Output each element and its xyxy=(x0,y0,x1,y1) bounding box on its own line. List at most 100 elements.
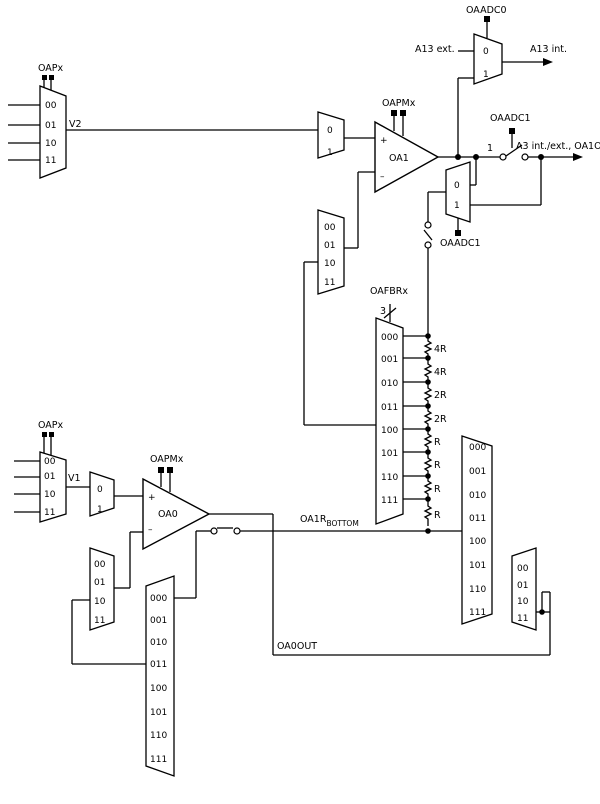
resistor-2: 4R xyxy=(434,367,447,378)
a13-ext-label: A13 ext. xyxy=(415,44,455,55)
bottom-mux-000: 000 xyxy=(150,594,167,604)
oapmx-bottom-label: OAPMx xyxy=(150,454,184,465)
a13-int-label: A13 int. xyxy=(530,44,567,55)
a3-label: A3 int./ext., OA1O xyxy=(516,141,600,152)
oafbrx-label: OAFBRx xyxy=(370,286,408,297)
right-mux-111: 111 xyxy=(469,608,486,618)
oaadc0-mux-input-0: 0 xyxy=(483,47,489,57)
oafbrx-mux-010: 010 xyxy=(381,379,398,389)
right-small-01: 01 xyxy=(517,581,528,591)
resistor-8: R xyxy=(434,510,441,521)
oafbrx-inputs xyxy=(403,335,428,500)
oa1-input-mux: 0 1 xyxy=(317,111,345,159)
bottom-mux-100: 100 xyxy=(150,684,167,694)
bottom-mux-101: 101 xyxy=(150,708,167,718)
v1-label: V1 xyxy=(68,473,81,484)
right-mux-010: 010 xyxy=(469,491,486,501)
bottom-mux-110: 110 xyxy=(150,731,167,741)
oa0-neg-mux: 00 01 10 11 xyxy=(89,547,115,631)
right-mux-011: 011 xyxy=(469,514,486,524)
oapx-top-label: OAPx xyxy=(38,63,64,74)
switch-pos-1: 1 xyxy=(487,143,493,154)
oaadc0-mux: 0 1 OAADC0 xyxy=(466,5,507,85)
bottom-8-mux: 000 001 010 011 100 101 110 111 xyxy=(145,575,175,777)
feedback-mux-1: 1 xyxy=(454,201,460,211)
oapx-top-input-00: 00 xyxy=(45,101,57,111)
oapx-mux-top: 00 01 10 11 OAPx xyxy=(38,63,67,179)
oafbrx-mux-101: 101 xyxy=(381,449,398,459)
right-mux-110: 110 xyxy=(469,585,486,595)
oa0out-label: OA0OUT xyxy=(277,641,317,652)
resistor-5: R xyxy=(434,437,441,448)
oaadc1-top-label: OAADC1 xyxy=(490,113,531,124)
oa1-minus: – xyxy=(380,172,385,182)
resistor-3: 2R xyxy=(434,390,447,401)
oa0-minus: – xyxy=(148,525,153,535)
resistor-4: 2R xyxy=(434,414,447,425)
oapx-bottom-input-11: 11 xyxy=(44,508,55,518)
oa0-input-mux-1: 1 xyxy=(97,505,103,515)
oapmx-top-label: OAPMx xyxy=(382,98,416,109)
oa0-neg-mux-11: 11 xyxy=(94,616,105,626)
oa1-amplifier: OA1 + – OAPMx xyxy=(374,98,440,194)
oa1r-label: OA1RBOTTOM xyxy=(300,514,359,528)
oaadc0-mux-input-1: 1 xyxy=(483,70,489,80)
oapx-top-input-01: 01 xyxy=(45,121,56,131)
oa0-neg-mux-10: 10 xyxy=(94,597,106,607)
bottom-mux-011: 011 xyxy=(150,660,167,670)
oa1-input-mux-1: 1 xyxy=(327,148,333,158)
right-mux-001: 001 xyxy=(469,467,486,477)
oafbrx-mux-011: 011 xyxy=(381,403,398,413)
right-mux-100: 100 xyxy=(469,537,486,547)
oapx-bottom-input-10: 10 xyxy=(44,490,56,500)
resistor-6: R xyxy=(434,460,441,471)
oa0-plus: + xyxy=(148,493,156,503)
oaadc1-mid-label: OAADC1 xyxy=(440,238,481,249)
right-small-00: 00 xyxy=(517,564,529,574)
oa1-neg-mux-01: 01 xyxy=(324,241,335,251)
bottom-mux-010: 010 xyxy=(150,638,167,648)
bottom-mux-001: 001 xyxy=(150,616,167,626)
right-8-mux: 000 001 010 011 100 101 110 111 xyxy=(461,435,493,625)
oa1-neg-mux: 00 01 10 11 xyxy=(317,209,345,295)
oa0-input-mux-0: 0 xyxy=(97,485,103,495)
oapx-mux-bottom: 00 01 10 11 OAPx xyxy=(38,420,67,523)
feedback-mux-0: 0 xyxy=(454,181,460,191)
resistor-1: 4R xyxy=(434,344,447,355)
resistor-ladder: 4R 4R 2R 2R R R R R xyxy=(423,333,447,534)
oa1-plus: + xyxy=(380,136,388,146)
oapx-bottom-label: OAPx xyxy=(38,420,64,431)
oa1-feedback-mux: 0 1 xyxy=(445,161,471,236)
oa0-neg-mux-00: 00 xyxy=(94,560,106,570)
oa1-neg-mux-11: 11 xyxy=(324,278,335,288)
oapx-bottom-input-00: 00 xyxy=(44,457,56,467)
bottom-mux-111: 111 xyxy=(150,755,167,765)
oafbrx-mux-000: 000 xyxy=(381,333,398,343)
oa0-input-mux: 0 1 xyxy=(89,471,115,517)
oa1-neg-mux-10: 10 xyxy=(324,259,336,269)
oa1-label: OA1 xyxy=(389,153,409,164)
right-mux-000: 000 xyxy=(469,443,486,453)
oapx-top-input-10: 10 xyxy=(45,139,57,149)
oapx-top-input-11: 11 xyxy=(45,156,56,166)
oafbrx-mux-001: 001 xyxy=(381,355,398,365)
right-small-10: 10 xyxy=(517,597,529,607)
right-mux-101: 101 xyxy=(469,561,486,571)
oafbrx-mux-110: 110 xyxy=(381,473,398,483)
oafbrx-mux-100: 100 xyxy=(381,426,398,436)
oa0-amplifier: OA0 + – OAPMx xyxy=(142,454,211,551)
oaadc0-label: OAADC0 xyxy=(466,5,507,16)
resistor-7: R xyxy=(434,484,441,495)
oa0-label: OA0 xyxy=(158,509,178,520)
oa1-input-mux-0: 0 xyxy=(327,126,333,136)
bus-width-label: 3 xyxy=(380,306,386,317)
right-small-11: 11 xyxy=(517,614,528,624)
oafbrx-mux-111: 111 xyxy=(381,496,398,506)
oa0-neg-mux-01: 01 xyxy=(94,578,105,588)
right-4-mux: 00 01 10 11 xyxy=(511,547,537,631)
oafbrx-mux: 000 001 010 011 100 101 110 111 3 OAFBRx xyxy=(370,286,408,525)
oapx-bottom-input-01: 01 xyxy=(44,472,55,482)
oa1-neg-mux-00: 00 xyxy=(324,223,336,233)
